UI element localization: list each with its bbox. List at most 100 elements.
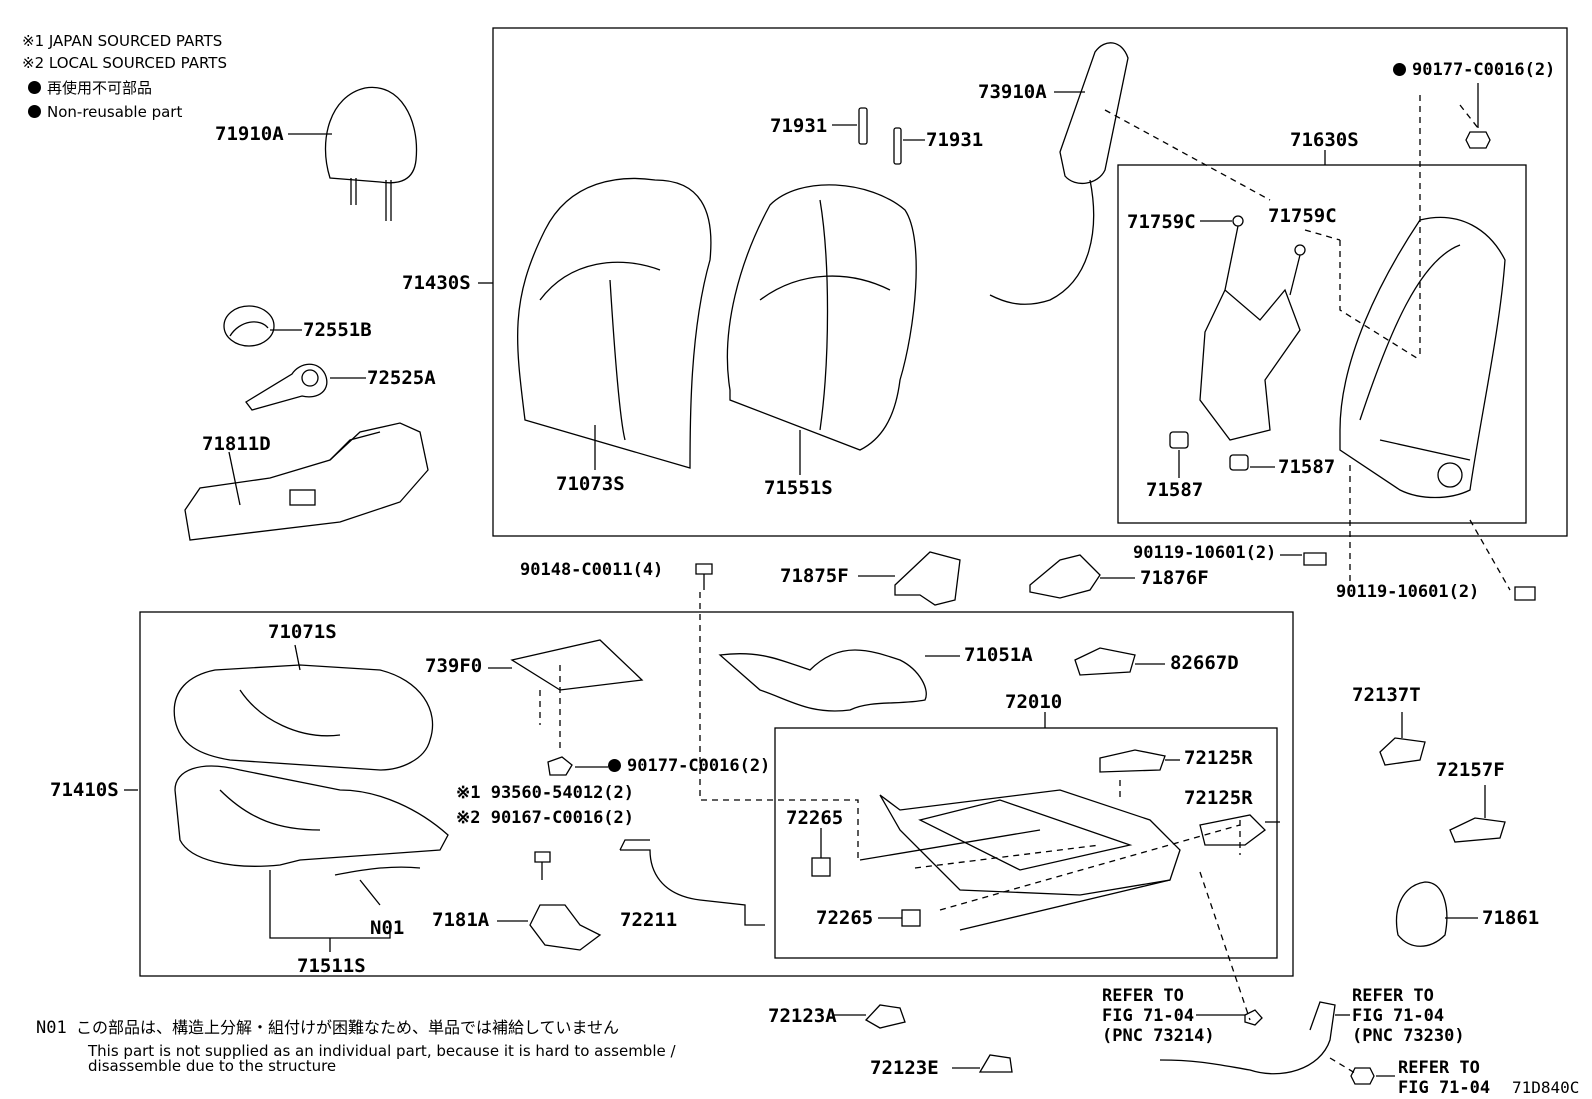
nut-90177-top-shape <box>1465 83 1491 149</box>
part-label-71587-b: 71587 <box>1278 456 1336 478</box>
part-label-739F0: 739F0 <box>425 655 483 677</box>
part-label-71587-a: 71587 <box>1146 479 1204 501</box>
footnote-jp: この部品は、構造上分解・組付けが困難なため、単品では補給していません <box>76 1018 620 1037</box>
bolt-93560-shape <box>534 851 551 880</box>
part-label-71759C-b: 71759C <box>1268 205 1337 227</box>
sheet-739F0-shape <box>488 639 644 691</box>
lumbar-support-shape <box>1199 215 1306 441</box>
harness-n01-shape <box>334 866 421 906</box>
part-label-90177-mid: 90177-C0016(2) <box>608 756 770 776</box>
part-label-71511S: 71511S <box>297 955 366 977</box>
footnote-en-line1: This part is not supplied as an individu… <box>88 1042 676 1060</box>
part-label-73910A: 73910A <box>978 81 1047 103</box>
refer-note-1-line3: (PNC 73214) <box>1102 1026 1215 1046</box>
bolts-90119-shape <box>1280 552 1536 601</box>
part-label-71551S: 71551S <box>764 477 833 499</box>
part-label-72265-a: 72265 <box>786 807 844 829</box>
legend-local: ※2 LOCAL SOURCED PARTS <box>22 54 227 72</box>
bracket-7181A-shape <box>497 904 602 951</box>
part-label-72157F: 72157F <box>1436 759 1505 781</box>
seatback-frame-shape <box>1339 216 1506 499</box>
part-label-71071S: 71071S <box>268 621 337 643</box>
part-label-90167: ※2 90167-C0016(2) <box>456 808 635 828</box>
part-label-72125R-a: 72125R <box>1184 747 1253 769</box>
legend-nonreuse-en: Non-reusable part <box>28 103 182 121</box>
clips-71587-shape <box>1169 431 1275 478</box>
brackets-72265-shape <box>811 828 921 927</box>
refer-note-2-line1: REFER TO <box>1352 986 1434 1006</box>
refer-note-3-line2: FIG 71-04 <box>1398 1078 1491 1098</box>
part-label-72123A: 72123A <box>768 1005 837 1027</box>
part-label-71861: 71861 <box>1482 907 1540 929</box>
figure-id: 71D840C <box>1512 1078 1580 1097</box>
part-label-93560: ※1 93560-54012(2) <box>456 783 635 803</box>
pins-71931-shape <box>832 107 925 165</box>
part-label-72551B: 72551B <box>303 319 372 341</box>
refer-note-2-line3: (PNC 73230) <box>1352 1026 1465 1046</box>
seatback-pad-shape <box>726 184 917 475</box>
footnote-en-line2: disassemble due to the structure <box>88 1057 337 1075</box>
part-label-71410S: 71410S <box>50 779 119 801</box>
part-label-71759C-a: 71759C <box>1127 211 1196 233</box>
refer-note-2-line2: FIG 71-04 <box>1352 1006 1445 1026</box>
cover-72551B-shape <box>223 305 302 347</box>
legend-nonreuse-jp: 再使用不可部品 <box>28 79 152 97</box>
side-airbag-shape <box>989 42 1129 305</box>
part-label-7181A: 7181A <box>432 909 490 931</box>
cap-82667D-shape <box>1074 647 1165 676</box>
footnote-code: N01 <box>36 1018 67 1038</box>
part-label-71910A: 71910A <box>215 123 284 145</box>
part-label-72137T: 72137T <box>1352 684 1421 706</box>
part-label-90177-top: 90177-C0016(2) <box>1393 60 1555 80</box>
side-shield-shape <box>184 422 429 541</box>
part-label-71876F: 71876F <box>1140 567 1209 589</box>
part-label-71875F: 71875F <box>780 565 849 587</box>
referenced-parts-shape <box>1159 1001 1395 1085</box>
part-label-71811D: 71811D <box>202 433 271 455</box>
bolt-90148-shape <box>695 563 713 590</box>
part-label-71630S: 71630S <box>1290 129 1359 151</box>
refer-note-3-line1: REFER TO <box>1398 1058 1480 1078</box>
seatback-group-box <box>492 27 1568 537</box>
refer-note-1-line2: FIG 71-04 <box>1102 1006 1195 1026</box>
covers-72123-shape <box>832 1004 1013 1073</box>
part-label-72211: 72211 <box>620 909 678 931</box>
harness-71051A-shape <box>718 649 960 712</box>
nut-90177-mid-shape <box>547 756 608 776</box>
part-label-71430S: 71430S <box>402 272 471 294</box>
part-label-82667D: 82667D <box>1170 652 1239 674</box>
knob-72525A-shape <box>245 363 366 411</box>
refer-note-1-line1: REFER TO <box>1102 986 1184 1006</box>
headrest-shape <box>288 86 418 221</box>
cushion-cover-shape <box>173 644 434 771</box>
dashed-guides <box>539 95 1511 1074</box>
part-label-72525A: 72525A <box>367 367 436 389</box>
bracket-71876F-shape <box>1029 554 1135 599</box>
rod-72211-shape <box>619 839 765 926</box>
seat-adjuster-shape <box>859 712 1181 931</box>
part-label-72010: 72010 <box>1005 691 1063 713</box>
cover-72137T-shape <box>1379 712 1426 766</box>
part-label-71931-a: 71931 <box>770 115 828 137</box>
seatback-frame-box <box>1117 164 1527 524</box>
part-label-71073S: 71073S <box>556 473 625 495</box>
part-label-71931-b: 71931 <box>926 129 984 151</box>
part-label-N01: N01 <box>370 917 405 939</box>
part-label-71051A: 71051A <box>964 644 1033 666</box>
part-label-90119-a: 90119-10601(2) <box>1133 543 1277 563</box>
cushion-group-box <box>139 611 1294 977</box>
cover-71861-shape <box>1396 881 1478 947</box>
part-label-90119-b: 90119-10601(2) <box>1336 582 1480 602</box>
part-label-72265-b: 72265 <box>816 907 874 929</box>
part-label-72125R-b: 72125R <box>1184 787 1253 809</box>
part-label-90148: 90148-C0011(4) <box>520 560 664 580</box>
bracket-71875F-shape <box>858 551 961 606</box>
legend-japan: ※1 JAPAN SOURCED PARTS <box>22 32 223 50</box>
cover-72157F-shape <box>1449 785 1506 843</box>
seatback-cover-shape <box>516 177 712 470</box>
covers-72125R-shape <box>1099 749 1280 846</box>
cushion-pad-shape <box>174 765 449 867</box>
adjuster-box <box>774 727 1278 959</box>
part-label-72123E: 72123E <box>870 1057 939 1079</box>
